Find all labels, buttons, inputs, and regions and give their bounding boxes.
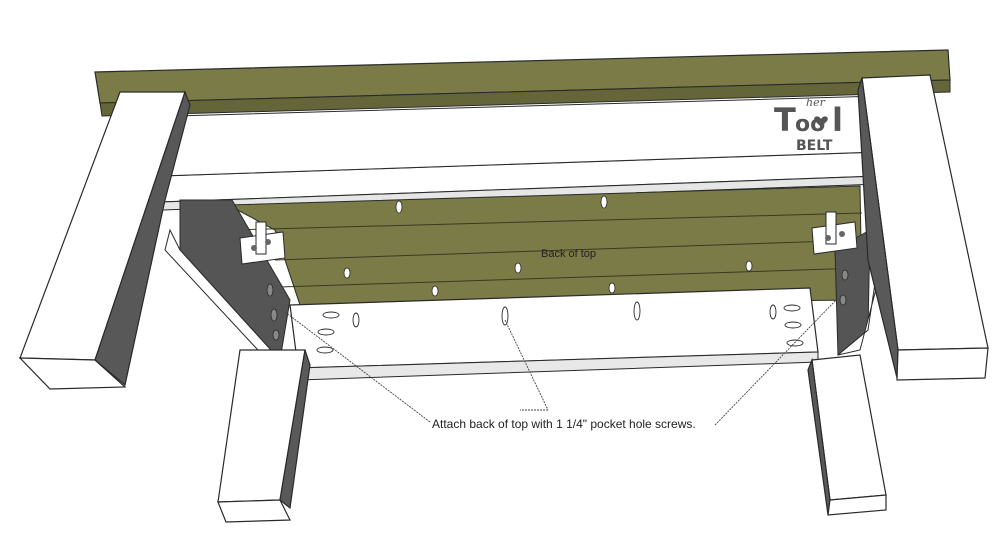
leg-back-left [217,349,311,523]
leg-back-right [807,354,887,516]
top-slab [94,49,951,117]
bracket-right [811,211,858,255]
back-of-top-slats [226,185,863,306]
bracket-left [239,221,286,265]
heart-icon [814,116,828,127]
callout-leaders [284,297,839,426]
rear-stretcher [289,287,819,381]
front-apron [159,95,881,211]
logo-belt-text: BELT [796,138,833,154]
back-of-top-label: Back of top [541,248,596,260]
her-tool-belt-logo: her T oo l BELT [774,96,843,154]
logo-her-text: her [806,96,826,109]
callout-text: Attach back of top with 1 1/4" pocket ho… [432,417,696,431]
logo-tool-t: T [774,101,796,139]
leg-front-left [18,90,191,390]
leg-front-right [857,74,989,381]
logo-tool-l: l [832,101,843,139]
